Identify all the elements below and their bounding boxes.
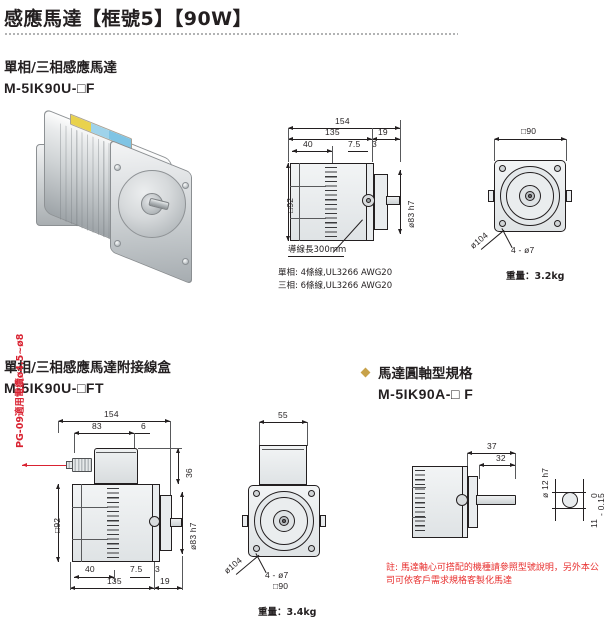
dim-seg3-top: 3 xyxy=(372,139,377,149)
bottom-right-model: M-5IK90A-□ F xyxy=(378,386,474,402)
motor-product-photo xyxy=(22,108,242,300)
dim-pilot-dia-top: ø83 h7 xyxy=(406,200,416,228)
dim-mount-holes-top: 4 - ø7 xyxy=(511,245,535,255)
dim-seg3-bl: 3 xyxy=(155,564,160,574)
dim-front-seg-top: 40 xyxy=(303,139,313,149)
diamond-bullet-icon xyxy=(360,367,371,378)
shaft-customization-note: 註: 馬達軸心可搭配的機種請參照型號說明，另外本公司可依客戶需求規格客製化馬達 xyxy=(386,563,599,586)
page-title: 感應馬達【框號5】【90W】 xyxy=(4,8,253,30)
header-divider xyxy=(4,33,458,35)
bottom-right-heading: 馬達圓軸型規格 xyxy=(378,366,473,382)
dim-bolt-circle-bm: ø104 xyxy=(222,555,244,576)
dim-overall-len-bl: 154 xyxy=(104,409,119,419)
dim-body-size-bl: □92 xyxy=(52,517,62,533)
dim-front-seg-bl: 40 xyxy=(85,564,95,574)
top-section-model: M-5IK90U-□F xyxy=(4,80,95,96)
dim-overall-len-top: 154 xyxy=(335,116,350,126)
bottom-left-model: M-5IK90U-□FT xyxy=(4,380,105,396)
dim-bolt-circle-top: ø104 xyxy=(468,230,490,251)
dim-flat: 11 xyxy=(589,518,599,528)
dim-body-size-top: □92 xyxy=(285,197,295,213)
dim-flange-len-bl: 19 xyxy=(160,576,170,586)
top-section-heading: 單相/三相感應馬達 xyxy=(4,60,117,76)
dim-box-offset-bl: 6 xyxy=(141,421,146,431)
dim-shaft-len: 32 xyxy=(496,453,506,463)
weight-top: 重量：3.2kg xyxy=(506,271,565,282)
dim-pilot-dia-bl: ø83 h7 xyxy=(188,522,198,550)
dim-flange-len-top: 19 xyxy=(378,127,388,137)
dim-shaft-dia: ø 12 h7 xyxy=(540,467,550,498)
dim-box-width-bm: 55 xyxy=(278,410,288,420)
wire-spec-three-phase: 三相: 6條線,UL3266 AWG20 xyxy=(278,281,393,291)
dim-frame-size-bm: □90 xyxy=(273,581,289,591)
dim-seg75-top: 7.5 xyxy=(348,139,361,149)
dim-frame-size-top: □90 xyxy=(521,126,537,136)
dim-shaft-total: 37 xyxy=(487,441,497,451)
dim-seg75-bl: 7.5 xyxy=(130,564,143,574)
bottom-left-heading: 單相/三相感應馬達附接線盒 xyxy=(4,360,171,376)
dim-mount-holes-bm: 4 - ø7 xyxy=(265,570,289,580)
dim-box-len-bl: 83 xyxy=(92,421,102,431)
dim-box-height-bl: 36 xyxy=(184,468,194,478)
lead-wire-note: 導線長300mm xyxy=(288,245,347,255)
wire-spec-single-phase: 單相: 4條線,UL3266 AWG20 xyxy=(278,268,393,278)
pg-cable-note: PG-09適用電纜ø4.5~ø8 xyxy=(15,333,26,448)
dim-flat-tol-bottom: - 0.15 xyxy=(596,493,604,516)
weight-bm: 重量：3.4kg xyxy=(258,607,317,618)
dim-body-len-top: 135 xyxy=(325,127,340,137)
